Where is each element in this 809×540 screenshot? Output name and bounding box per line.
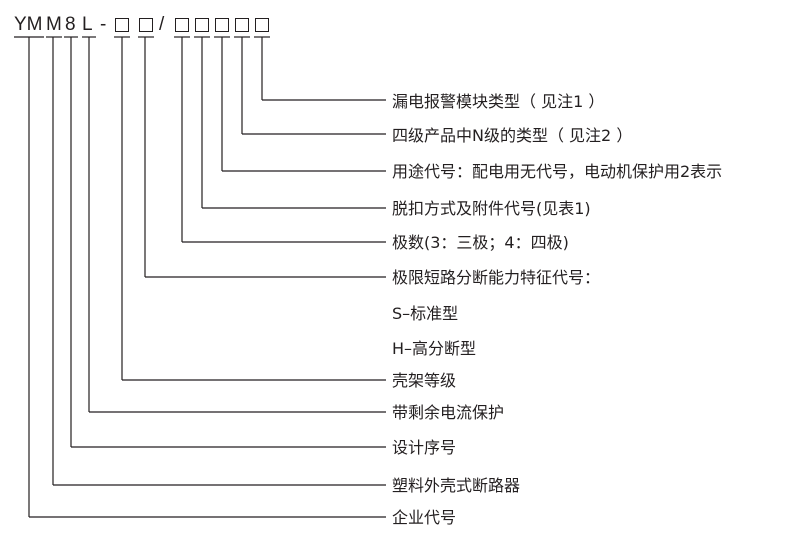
code-placeholder-box <box>215 18 229 32</box>
label-frame-grade: 壳架等级 <box>392 371 457 390</box>
label-n-pole-type: 四级产品中N级的类型（ 见注2 ） <box>392 126 633 145</box>
code-slash: / <box>159 14 165 35</box>
code-l: L <box>82 14 93 35</box>
code-placeholder-box <box>255 18 269 32</box>
code-placeholder-box <box>139 18 153 32</box>
label-h-high-breaking: H–高分断型 <box>392 339 477 358</box>
code-m: M <box>46 14 62 35</box>
label-leakage-alarm-type: 漏电报警模块类型（ 见注1 ） <box>392 92 605 111</box>
code-ym: YM <box>14 14 43 35</box>
label-breaking-capacity: 极限短路分断能力特征代号： <box>392 268 601 287</box>
label-poles: 极数(3：三极；4：四极) <box>392 233 569 252</box>
label-usage-code: 用途代号：配电用无代号，电动机保护用2表示 <box>392 162 723 181</box>
label-s-standard: S–标准型 <box>392 304 459 323</box>
label-trip-accessory-code: 脱扣方式及附件代号(见表1) <box>392 199 591 218</box>
code-placeholder-box <box>195 18 209 32</box>
code-placeholder-box <box>115 18 129 32</box>
label-design-serial: 设计序号 <box>392 438 457 457</box>
code-placeholder-box <box>175 18 189 32</box>
label-company-code: 企业代号 <box>392 508 457 527</box>
label-mccb: 塑料外壳式断路器 <box>392 476 521 495</box>
code-placeholder-box <box>235 18 249 32</box>
code-dash: - <box>100 14 107 35</box>
label-residual-current: 带剩余电流保护 <box>392 403 505 422</box>
code-8: 8 <box>65 14 76 35</box>
